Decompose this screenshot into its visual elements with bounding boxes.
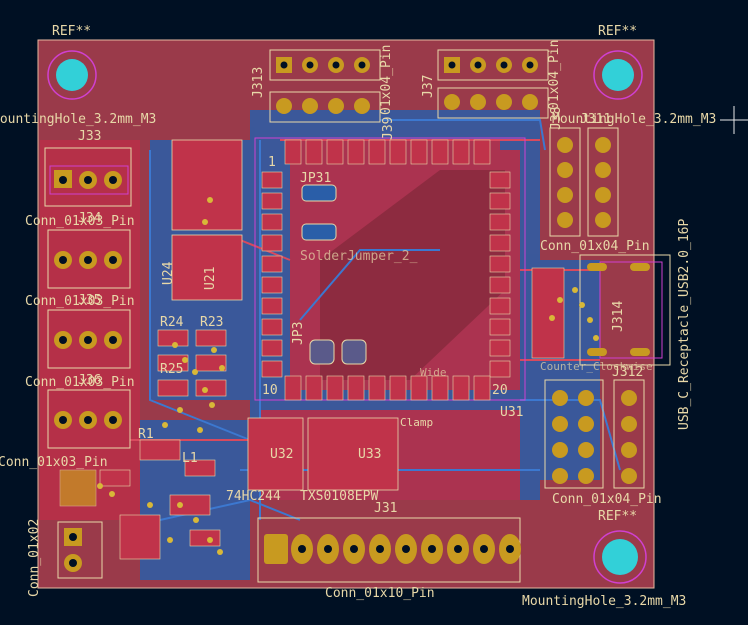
j35-label: J35 — [78, 293, 101, 308]
r25-label: R25 — [160, 362, 183, 377]
ref-tr-label: REF** — [598, 24, 637, 39]
wide-label: Wide — [420, 366, 447, 379]
pin1-label: 1 — [268, 155, 276, 170]
connector-j35[interactable] — [47, 309, 131, 369]
u21-label: U21 — [203, 267, 218, 290]
connector-j33[interactable] — [44, 147, 132, 207]
mounting-hole-tr[interactable] — [593, 50, 643, 100]
ic-txs-label: TXS0108EPW — [300, 489, 378, 504]
ref-tl-label: REF** — [52, 24, 91, 39]
u33-label: U33 — [358, 447, 381, 462]
l1-label: L1 — [182, 451, 198, 466]
ref-br-label: REF** — [598, 509, 637, 524]
r24-label: R24 — [160, 315, 184, 330]
header-j313[interactable] — [269, 49, 381, 123]
conn10-label: Conn_01x10_Pin — [325, 586, 435, 601]
jp3-label: JP3 — [291, 322, 306, 345]
mounting-hole-br[interactable] — [593, 530, 647, 584]
ic-u33[interactable] — [307, 417, 399, 491]
connector-j31[interactable] — [257, 517, 521, 583]
top-pin-a-label: 01x04_Pin — [379, 45, 394, 115]
j37-label: J37 — [421, 75, 436, 98]
top-pin-b-label: 01x04_Pin — [547, 40, 562, 110]
module-u31[interactable] — [254, 137, 526, 401]
header-j312[interactable] — [544, 379, 645, 489]
connector-j36[interactable] — [47, 389, 131, 449]
connector-01x02[interactable] — [57, 521, 103, 579]
j311-label: J311 — [580, 112, 611, 127]
usb-label: USB_C_Receptacle_USB2.0_16P — [677, 219, 692, 430]
ic-u32[interactable] — [247, 417, 304, 491]
ic-74hc-label: 74HC244 — [226, 489, 281, 504]
header-j37[interactable] — [437, 49, 549, 119]
solder-jumper-label: SolderJumper_2_ — [300, 249, 418, 264]
clamp-label: Clamp — [400, 416, 433, 429]
conn3-a-label: Conn_01x03_Pin — [25, 214, 135, 229]
j312-label: J312 — [612, 365, 643, 380]
ic-u24[interactable] — [171, 139, 243, 301]
conn2-label: Conn_01x02 — [27, 519, 42, 597]
j314-label: J314 — [611, 301, 626, 332]
counter-label: Counter_Clockwise — [540, 360, 653, 373]
u32-label: U32 — [270, 447, 293, 462]
j39-label: J39 — [381, 117, 396, 140]
r23-label: R23 — [200, 315, 223, 330]
r1-label: R1 — [138, 427, 154, 442]
solder-jumpers[interactable] — [301, 184, 367, 365]
u31-label: U31 — [500, 405, 523, 420]
conn4-bottom-label: Conn_01x04_Pin — [552, 492, 662, 507]
j33-label: J33 — [78, 129, 101, 144]
mh-bottom-label: MountingHole_3.2mm_M3 — [522, 594, 686, 609]
conn4-right-label: Conn_01x04_Pin — [540, 239, 650, 254]
mounting-hole-tl[interactable] — [47, 50, 97, 100]
mh-left-label: MountingHole_3.2mm_M3 — [0, 112, 156, 127]
pin20-label: 20 — [492, 383, 508, 398]
j34-label: J34 — [78, 211, 102, 226]
pin10-label: 10 — [262, 383, 278, 398]
header-j311[interactable] — [587, 127, 619, 237]
mh-right-label: MountingHole_3.2mm_M3 — [552, 112, 716, 127]
j31-label: J31 — [374, 501, 397, 516]
conn3-b-label: Conn_01x03_Pin — [25, 294, 135, 309]
jp31-label: JP31 — [300, 171, 331, 186]
u24-label: U24 — [161, 261, 176, 285]
j313-label: J313 — [251, 67, 266, 98]
usb-c-receptacle-j314[interactable] — [531, 254, 671, 366]
j36-label: J36 — [78, 373, 101, 388]
conn3-d-label: Conn_01x03_Pin — [0, 455, 108, 470]
crosshair-cursor-icon — [720, 106, 748, 134]
j38-label: J38 — [549, 107, 564, 130]
header-j38[interactable] — [549, 127, 581, 237]
via-field — [97, 197, 599, 555]
ground-pour — [320, 170, 505, 380]
conn3-c-label: Conn_01x03_Pin — [25, 375, 135, 390]
connector-j34[interactable] — [47, 229, 131, 289]
